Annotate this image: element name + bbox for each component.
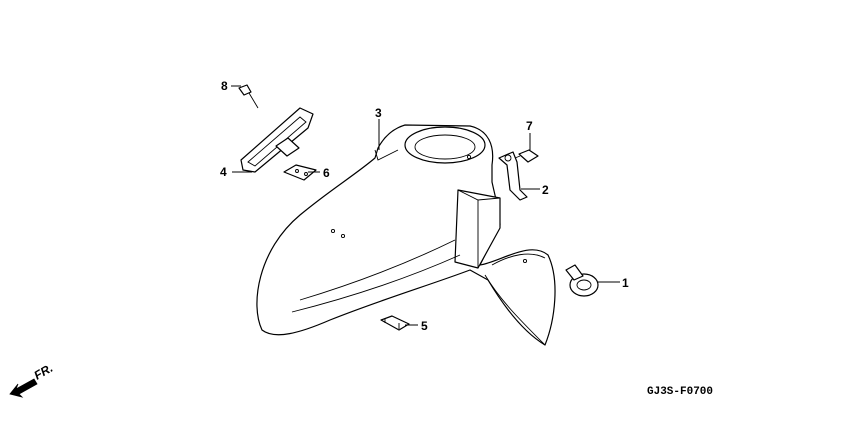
nut-plate <box>283 164 317 181</box>
bolt-8 <box>238 84 259 109</box>
grommet <box>565 264 599 297</box>
bolt-7 <box>514 149 539 163</box>
clip <box>380 315 410 331</box>
callout-7: 7 <box>526 119 533 133</box>
callout-3: 3 <box>375 106 382 120</box>
front-fender <box>256 124 556 346</box>
front-label: FR. <box>32 361 56 383</box>
drawing-code: GJ3S-F0700 <box>647 386 713 398</box>
leader-lines <box>231 85 620 326</box>
reflector <box>240 107 314 173</box>
callout-8: 8 <box>221 79 228 93</box>
front-arrow-icon <box>9 378 38 398</box>
callout-4: 4 <box>220 165 227 179</box>
bracket <box>498 151 528 201</box>
callout-1: 1 <box>622 276 629 290</box>
callout-6: 6 <box>323 166 330 180</box>
callout-2: 2 <box>542 183 549 197</box>
front-direction-indicator: FR. <box>9 361 56 398</box>
callout-5: 5 <box>421 319 428 333</box>
